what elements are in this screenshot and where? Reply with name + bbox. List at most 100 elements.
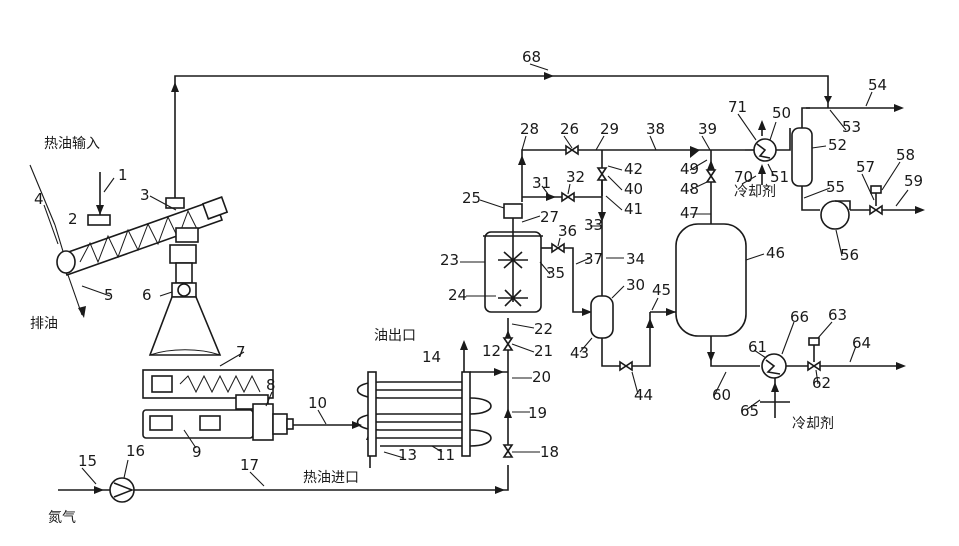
ref-23: 23 <box>440 251 459 269</box>
valve-18 <box>502 444 514 458</box>
ref-50: 50 <box>772 104 791 122</box>
label-hot-oil-in: 热油输入 <box>44 136 100 152</box>
ref-2: 2 <box>68 210 78 228</box>
ref-10: 10 <box>308 394 327 412</box>
ref-3: 3 <box>140 186 150 204</box>
screw-conveyor-3 <box>56 196 229 277</box>
ref-41: 41 <box>624 200 643 218</box>
valve-48 <box>705 169 717 183</box>
pipe-17 <box>134 465 509 491</box>
ref-37: 37 <box>584 250 603 268</box>
pipe-44 <box>601 338 620 367</box>
ref-27: 27 <box>540 208 559 226</box>
ref-21: 21 <box>534 342 553 360</box>
valve-26 <box>565 144 579 156</box>
valve-40 <box>596 167 608 181</box>
valve-21 <box>502 337 514 351</box>
ref-54: 54 <box>868 76 887 94</box>
ref-9: 9 <box>192 443 202 461</box>
reactor-23 <box>483 203 543 313</box>
ref-70: 70 <box>734 168 753 186</box>
ref-25: 25 <box>462 189 481 207</box>
ref-58: 58 <box>896 146 915 164</box>
label-oil-drain: 排油 <box>30 316 58 332</box>
ref-45: 45 <box>652 281 671 299</box>
ref-62: 62 <box>812 374 831 392</box>
hopper-6 <box>148 244 222 356</box>
valve-44 <box>619 360 633 372</box>
ref-7: 7 <box>236 343 246 361</box>
unit-8-9 <box>142 403 294 441</box>
pipe-60 <box>710 336 760 367</box>
ref-38: 38 <box>646 120 665 138</box>
ref-33: 33 <box>584 216 603 234</box>
valve-32 <box>561 191 575 203</box>
ref-59: 59 <box>904 172 923 190</box>
ref-8: 8 <box>266 376 276 394</box>
ref-31: 31 <box>532 174 551 192</box>
ref-26: 26 <box>560 120 579 138</box>
label-coolant-1: 冷却剂 <box>734 184 776 200</box>
ref-19: 19 <box>528 404 547 422</box>
ref-17: 17 <box>240 456 259 474</box>
ref-56: 56 <box>840 246 859 264</box>
tank-46 <box>675 223 747 337</box>
ref-66: 66 <box>790 308 809 326</box>
ref-13: 13 <box>398 446 417 464</box>
ref-64: 64 <box>852 334 871 352</box>
ref-51: 51 <box>770 168 789 186</box>
ref-49: 49 <box>680 160 699 178</box>
ref-44: 44 <box>634 386 653 404</box>
ref-34: 34 <box>626 250 645 268</box>
ref-22: 22 <box>534 320 553 338</box>
pipe-hot-oil-in <box>29 164 56 226</box>
ref-36: 36 <box>558 222 577 240</box>
vessel-43 <box>590 295 614 339</box>
ref-1: 1 <box>118 166 128 184</box>
pipe-55 <box>801 186 820 211</box>
pipe-68 <box>174 75 829 200</box>
ref-4: 4 <box>34 190 44 208</box>
ref-16: 16 <box>126 442 145 460</box>
ref-6: 6 <box>142 286 152 304</box>
ref-40: 40 <box>624 180 643 198</box>
screw-extruder-7 <box>142 369 274 410</box>
ref-48: 48 <box>680 180 699 198</box>
ref-20: 20 <box>532 368 551 386</box>
ref-52: 52 <box>828 136 847 154</box>
ref-15: 15 <box>78 452 97 470</box>
label-nitrogen: 氮气 <box>48 510 76 526</box>
ref-46: 46 <box>766 244 785 262</box>
label-oil-outlet: 油出口 <box>374 328 416 344</box>
ref-57: 57 <box>856 158 875 176</box>
ref-42: 42 <box>624 160 643 178</box>
ref-43: 43 <box>570 344 589 362</box>
ref-11: 11 <box>436 446 455 464</box>
valve-57 <box>869 204 883 216</box>
ref-71: 71 <box>728 98 747 116</box>
ref-68: 68 <box>522 48 541 66</box>
ref-12: 12 <box>482 342 501 360</box>
ref-30: 30 <box>626 276 645 294</box>
ref-53: 53 <box>842 118 861 136</box>
ref-18: 18 <box>540 443 559 461</box>
label-coolant-2: 冷却剂 <box>792 416 834 432</box>
ref-14: 14 <box>422 348 441 366</box>
ref-35: 35 <box>546 264 565 282</box>
ref-32: 32 <box>566 168 585 186</box>
ref-47: 47 <box>680 204 699 222</box>
ref-29: 29 <box>600 120 619 138</box>
heat-exchanger-11 <box>356 371 492 457</box>
ref-28: 28 <box>520 120 539 138</box>
ref-55: 55 <box>826 178 845 196</box>
pump-56 <box>820 200 850 230</box>
label-hot-oil-inlet: 热油进口 <box>303 470 359 486</box>
ref-65: 65 <box>740 402 759 420</box>
ref-63: 63 <box>828 306 847 324</box>
ref-61: 61 <box>748 338 767 356</box>
valve-62 <box>807 360 821 372</box>
column-52 <box>791 127 813 187</box>
valve-36 <box>551 242 565 254</box>
ref-39: 39 <box>698 120 717 138</box>
